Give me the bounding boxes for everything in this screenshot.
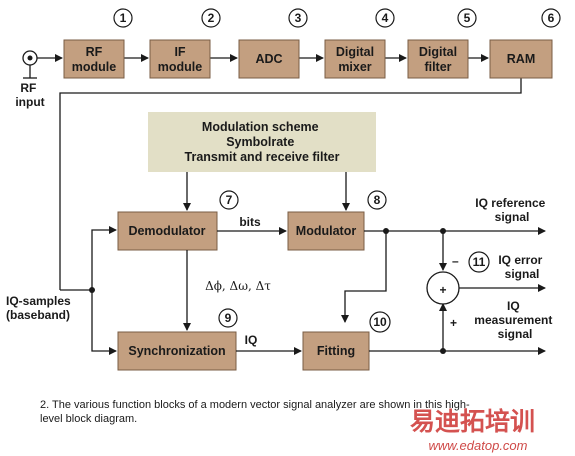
modulator-block: Modulator xyxy=(287,211,365,251)
plus-sign: + xyxy=(450,316,457,330)
svg-text:7: 7 xyxy=(226,193,233,207)
sync-parameters-label: Δϕ, Δω, Δτ xyxy=(205,279,271,293)
badge-7: 7 xyxy=(219,190,239,210)
badge-4: 4 xyxy=(375,8,395,28)
iq-error-label: IQ error signal xyxy=(498,253,545,281)
svg-text:+: + xyxy=(439,283,446,297)
svg-text:6: 6 xyxy=(548,11,555,25)
fitting-block: Fitting xyxy=(302,331,370,371)
iq-measurement-label: IQ measurement signal xyxy=(474,299,555,341)
badge-11: 11 xyxy=(468,251,490,273)
iq-reference-label: IQ reference signal xyxy=(475,196,548,224)
badge-5: 5 xyxy=(457,8,477,28)
synchronization-block: Synchronization xyxy=(117,331,237,371)
iq-label: IQ xyxy=(245,333,258,347)
rf-input-connector-icon xyxy=(22,50,38,79)
minus-sign: – xyxy=(452,254,459,268)
svg-text:Modulation scheme Symbol: Modulation scheme Symbolrate Transmit an… xyxy=(185,120,340,164)
rf-input-label: RF input xyxy=(15,81,44,109)
svg-text:8: 8 xyxy=(374,193,381,207)
svg-text:10: 10 xyxy=(373,315,387,329)
wire-ram-return xyxy=(59,77,522,290)
svg-text:9: 9 xyxy=(225,311,232,325)
badge-1: 1 xyxy=(113,8,133,28)
svg-text:5: 5 xyxy=(464,11,471,25)
wire-to-demodulator xyxy=(91,226,117,290)
adc-block: ADC xyxy=(238,39,300,79)
watermark-url-text: www.edatop.com xyxy=(429,438,528,453)
svg-text:11: 11 xyxy=(473,255,486,269)
svg-text:4: 4 xyxy=(382,11,389,25)
watermark-chinese-text: 易迪拓培训 xyxy=(410,407,535,436)
badge-3: 3 xyxy=(288,8,308,28)
iq-samples-label: IQ-samples (baseband) xyxy=(6,294,74,322)
bits-label: bits xyxy=(239,215,261,229)
svg-text:Modulator: Modulator xyxy=(296,224,357,238)
svg-text:1: 1 xyxy=(120,11,127,25)
svg-text:Synchronization: Synchronization xyxy=(128,344,225,358)
badge-2: 2 xyxy=(201,8,221,28)
svg-text:Demodulator: Demodulator xyxy=(128,224,205,238)
svg-text:2: 2 xyxy=(208,11,215,25)
svg-text:3: 3 xyxy=(295,11,302,25)
demodulator-block: Demodulator xyxy=(117,211,218,251)
svg-text:ADC: ADC xyxy=(255,52,282,66)
figure-caption: 2. The various function blocks of a mode… xyxy=(40,399,470,425)
svg-text:RAM: RAM xyxy=(507,52,535,66)
badge-6: 6 xyxy=(541,8,561,28)
edatop-watermark: 易迪拓培训 www.edatop.com xyxy=(410,407,535,453)
wire-mod-to-fitting xyxy=(341,231,387,323)
modulation-config-box: Modulation scheme Symbolrate Transmit an… xyxy=(148,112,376,172)
ram-block: RAM xyxy=(489,39,553,79)
badge-8: 8 xyxy=(367,190,387,210)
badge-10: 10 xyxy=(369,311,391,333)
svg-text:Fitting: Fitting xyxy=(317,344,355,358)
badge-9: 9 xyxy=(218,308,238,328)
summing-node: + xyxy=(426,271,460,305)
wire-to-synchronization xyxy=(91,290,117,355)
